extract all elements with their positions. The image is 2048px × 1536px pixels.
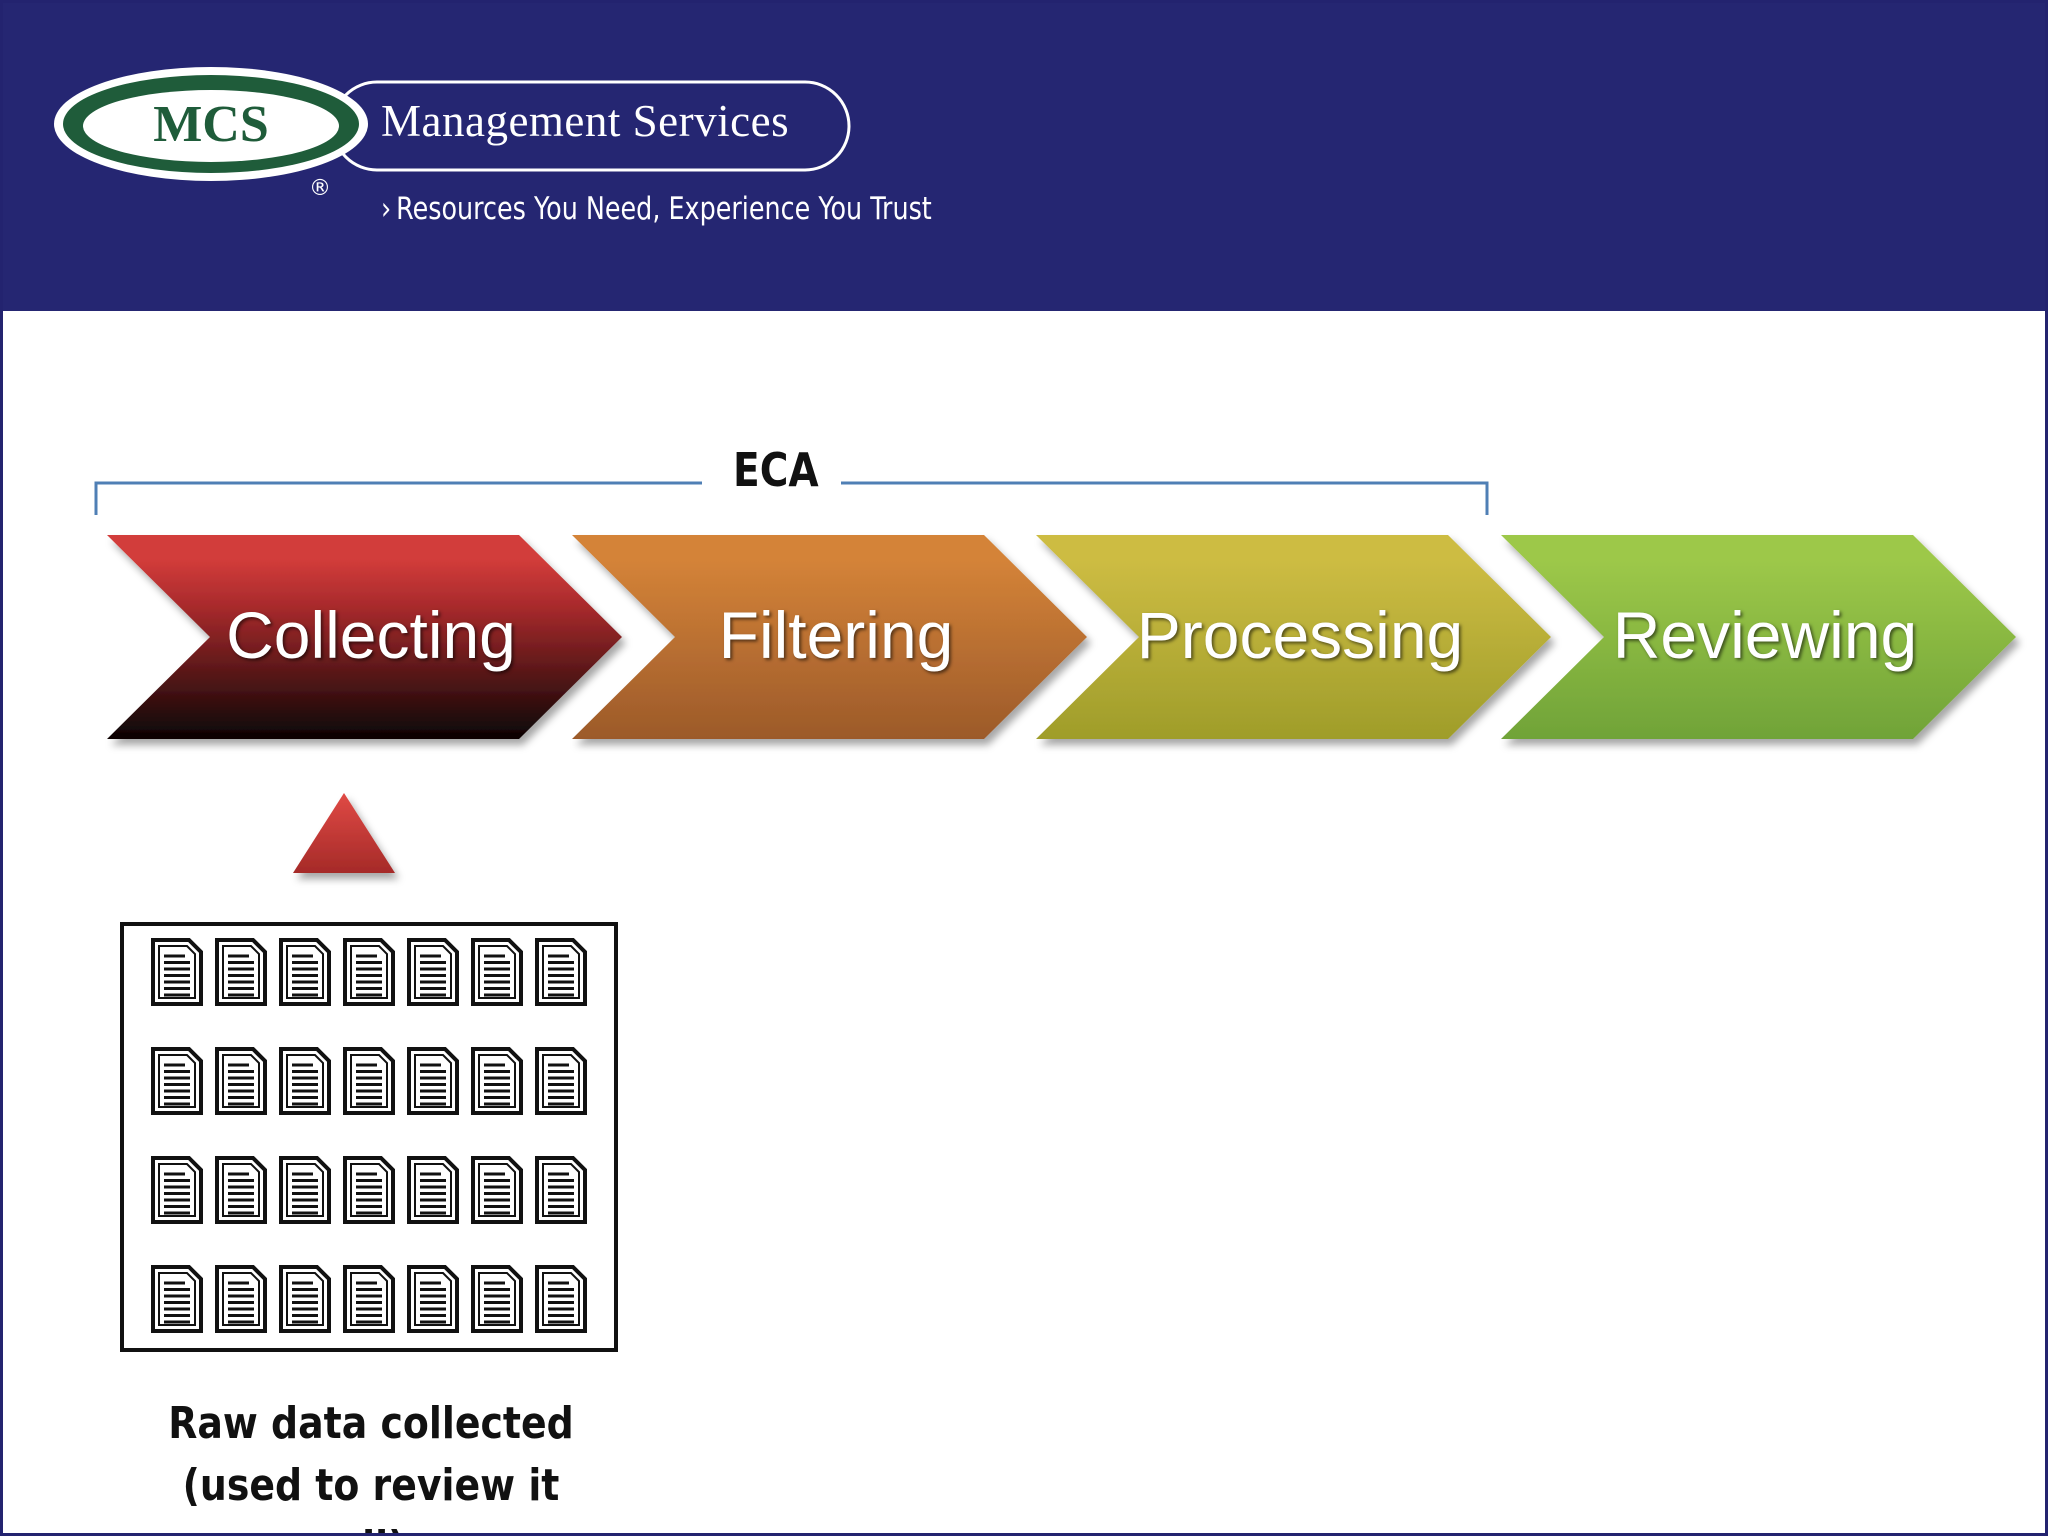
registered-mark: ® [309,176,331,201]
mcs-logo: MCS ® [54,67,851,201]
workflow-diagram [94,481,2016,873]
document-icon [215,938,267,1006]
document-icon [535,1156,587,1224]
document-icon [535,1047,587,1115]
stage-label-filtering: Filtering [718,598,954,672]
caption-line-2: (used to review it all) [182,1460,560,1533]
document-icon [279,938,331,1006]
document-icon [215,1047,267,1115]
document-icon [407,1265,459,1333]
stage-label-reviewing: Reviewing [1612,598,1918,672]
document-icon [471,1265,523,1333]
document-icon [471,938,523,1006]
document-icon [151,1156,203,1224]
document-icon [343,1047,395,1115]
document-icon [215,1156,267,1224]
stage-chevrons [107,535,2016,739]
eca-label: ECA [733,443,819,497]
document-icon [279,1265,331,1333]
stage-label-processing: Processing [1136,598,1464,672]
document-grid [151,938,587,1333]
document-icon [151,1265,203,1333]
document-icon [279,1047,331,1115]
tagline-chevron-icon: › [381,191,392,227]
document-icon [535,938,587,1006]
document-icon [535,1265,587,1333]
document-icon [151,938,203,1006]
caption-line-1: Raw data collected [168,1398,574,1449]
tagline-text: Resources You Need, Experience You Trust [396,191,932,227]
stage-filtering-chevron [572,535,1087,739]
logo-text: MCS [153,96,269,153]
document-icon [343,1156,395,1224]
stage-reviewing-chevron [1501,535,2016,739]
document-icon [471,1156,523,1224]
document-icon [407,938,459,1006]
stage-collecting-chevron [107,535,622,739]
document-icon [471,1047,523,1115]
logo-oval-inner [83,90,339,162]
eca-bracket [94,481,1489,515]
document-icon [407,1156,459,1224]
stage-processing-chevron [1036,535,1551,739]
brand-name: Management Services [381,96,790,146]
tagline: ›Resources You Need, Experience You Trus… [381,191,932,227]
document-icon [407,1047,459,1115]
raw-data-box [120,922,618,1352]
stage-label-collecting: Collecting [226,598,516,672]
document-icon [279,1156,331,1224]
header-banner: MCS ® Management Services ›Resources You… [3,3,2045,311]
active-stage-indicator [293,793,395,873]
document-icon [215,1265,267,1333]
document-icon [343,1265,395,1333]
document-icon [343,938,395,1006]
raw-data-caption: Raw data collected (used to review it al… [149,1393,593,1533]
document-icon [151,1047,203,1115]
